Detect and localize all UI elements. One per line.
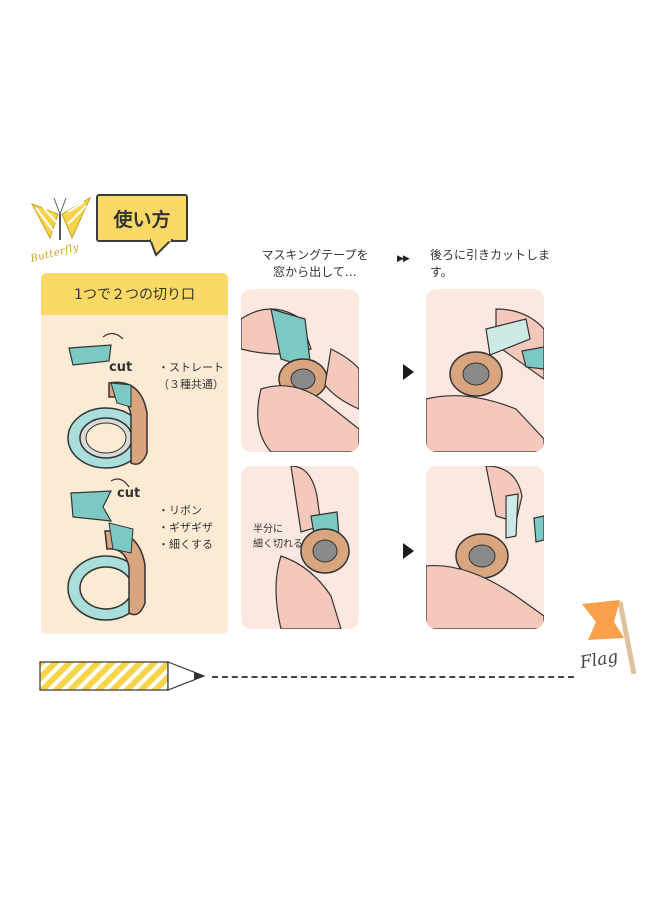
pencil-icon <box>39 661 206 691</box>
step-image-1 <box>241 289 359 452</box>
option-a-list: ・ストレート （３種共通） <box>158 359 224 393</box>
hands-tear-tape-illustration <box>426 466 544 629</box>
info-panel: 1つで２つの切り口 cut ・ストレート （３種共通） cut ・リボン ・ギザ… <box>41 273 228 634</box>
step-image-4 <box>426 466 544 629</box>
svg-text:cut: cut <box>117 486 140 501</box>
step1-line2: 窓から出して… <box>273 265 357 279</box>
play-arrow-icon <box>403 543 414 559</box>
option-b-1: ・リボン <box>158 504 202 517</box>
option-a-2: （３種共通） <box>158 378 224 391</box>
step-image-2 <box>426 289 544 452</box>
tape-roll-icon: cut <box>67 332 148 469</box>
speech-tail-icon <box>150 239 174 257</box>
page-title: 使い方 <box>96 194 188 242</box>
step-image-3: 半分に 細く切れる <box>241 466 359 629</box>
butterfly-logo-icon <box>30 196 92 240</box>
svg-text:cut: cut <box>109 360 132 375</box>
step1-caption: マスキングテープを 窓から出して… <box>250 247 380 281</box>
step2-caption: 後ろに引きカットします。 <box>430 248 551 279</box>
play-arrow-icon <box>403 364 414 380</box>
option-a-1: ・ストレート <box>158 361 224 374</box>
flag-icon <box>582 600 637 675</box>
option-b-3: ・細くする <box>158 538 213 551</box>
step1-line1: マスキングテープを <box>261 248 369 262</box>
half-label-line2: 細く切れる <box>253 539 303 550</box>
option-b-2: ・ギザギザ <box>158 521 213 534</box>
double-arrow-icon: ▶▶ <box>397 254 410 264</box>
tape-roll-icon: cut <box>67 478 146 621</box>
hands-half-cut-illustration <box>275 466 350 629</box>
half-cut-label: 半分に 細く切れる <box>253 522 303 552</box>
option-b-list: ・リボン ・ギザギザ ・細くする <box>158 502 213 553</box>
hands-cut-tape-illustration <box>426 308 544 452</box>
hands-pull-tape-illustration <box>241 308 359 452</box>
butterfly-logo: Butterfly <box>28 192 94 270</box>
half-label-line1: 半分に <box>253 524 283 535</box>
info-panel-header: 1つで２つの切り口 <box>41 273 228 315</box>
dashed-path <box>212 676 574 678</box>
